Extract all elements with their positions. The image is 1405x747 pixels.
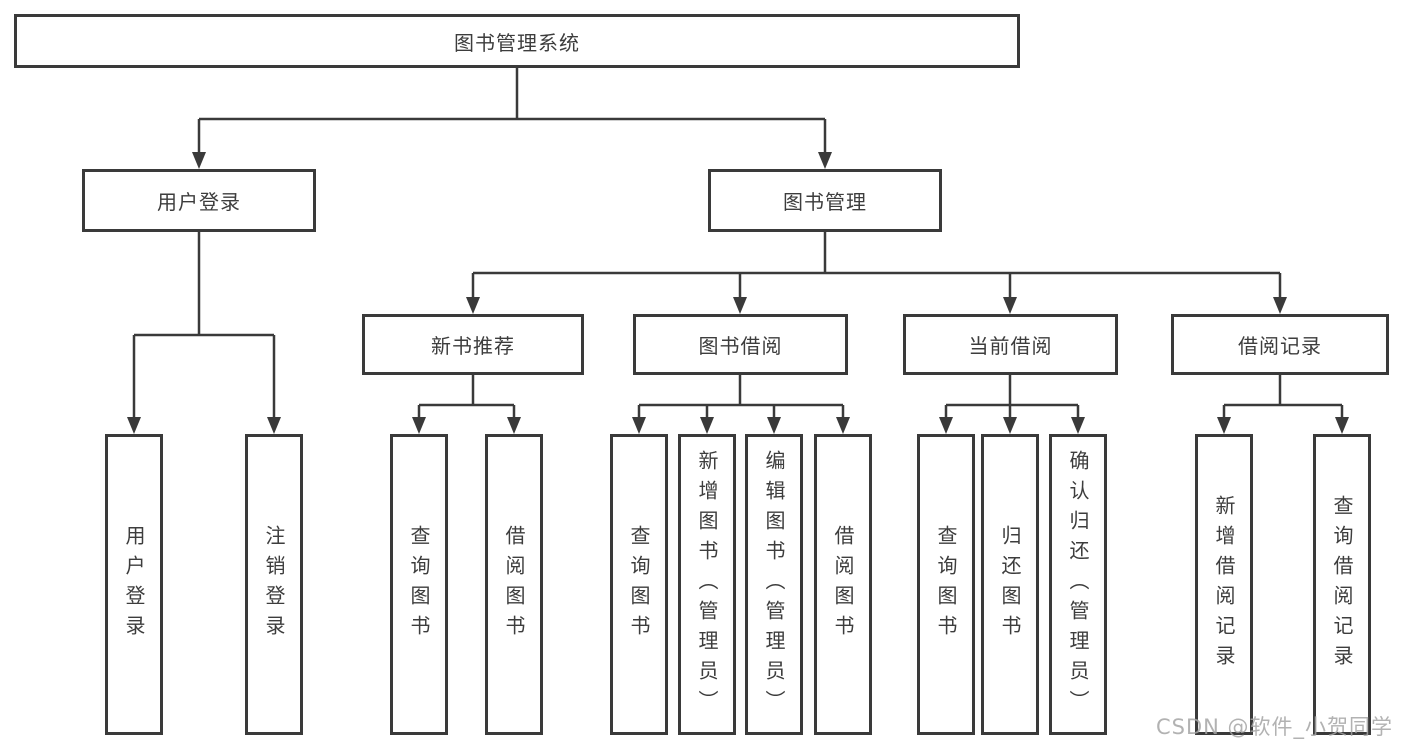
arrowheads bbox=[127, 152, 1349, 434]
node-user-login: 用户登录 bbox=[82, 169, 316, 232]
leaf-confirm-return-admin: 确认归还（管理员） bbox=[1049, 434, 1107, 735]
leaf-query-books-current: 查询图书 bbox=[917, 434, 975, 735]
leaf-query-borrow-record: 查询借阅记录 bbox=[1313, 434, 1371, 735]
node-current-borrowing: 当前借阅 bbox=[903, 314, 1118, 375]
node-label: 图书借阅 bbox=[698, 334, 783, 358]
leaf-label: 查询借阅记录 bbox=[1330, 494, 1354, 675]
node-borrowing-records: 借阅记录 bbox=[1171, 314, 1389, 375]
leaf-label: 编辑图书（管理员） bbox=[762, 449, 786, 720]
leaf-label: 用户登录 bbox=[122, 524, 146, 645]
leaf-return-book: 归还图书 bbox=[981, 434, 1039, 735]
node-new-book-recommendation: 新书推荐 bbox=[362, 314, 584, 375]
node-label: 用户登录 bbox=[157, 190, 241, 214]
leaf-user-login: 用户登录 bbox=[105, 434, 163, 735]
leaf-label: 归还图书 bbox=[998, 524, 1022, 645]
leaf-query-books-borrow: 查询图书 bbox=[610, 434, 668, 735]
leaf-add-borrow-record: 新增借阅记录 bbox=[1195, 434, 1253, 735]
leaf-label: 查询图书 bbox=[407, 524, 431, 645]
csdn-watermark: CSDN @软件_小贺同学 bbox=[1156, 715, 1394, 739]
leaf-label: 新增借阅记录 bbox=[1212, 494, 1236, 675]
leaf-label: 确认归还（管理员） bbox=[1066, 449, 1090, 720]
node-label: 图书管理 bbox=[783, 190, 867, 214]
node-label: 借阅记录 bbox=[1238, 334, 1322, 358]
leaf-edit-book-admin: 编辑图书（管理员） bbox=[745, 434, 803, 735]
node-label: 当前借阅 bbox=[968, 334, 1053, 358]
leaf-label: 借阅图书 bbox=[502, 524, 526, 645]
node-book-borrowing: 图书借阅 bbox=[633, 314, 848, 375]
node-label: 新书推荐 bbox=[431, 334, 515, 358]
leaf-borrow-books-recommend: 借阅图书 bbox=[485, 434, 543, 735]
leaf-label: 查询图书 bbox=[934, 524, 958, 645]
node-book-management: 图书管理 bbox=[708, 169, 942, 232]
node-label: 图书管理系统 bbox=[454, 30, 580, 55]
leaf-add-book-admin: 新增图书（管理员） bbox=[678, 434, 736, 735]
leaf-label: 借阅图书 bbox=[831, 524, 855, 645]
leaf-borrow-books: 借阅图书 bbox=[814, 434, 872, 735]
leaf-label: 新增图书（管理员） bbox=[695, 449, 719, 720]
leaf-label: 注销登录 bbox=[262, 524, 286, 645]
leaf-label: 查询图书 bbox=[627, 524, 651, 645]
leaf-query-books-recommend: 查询图书 bbox=[390, 434, 448, 735]
leaf-logout: 注销登录 bbox=[245, 434, 303, 735]
node-library-management-system: 图书管理系统 bbox=[14, 14, 1020, 68]
